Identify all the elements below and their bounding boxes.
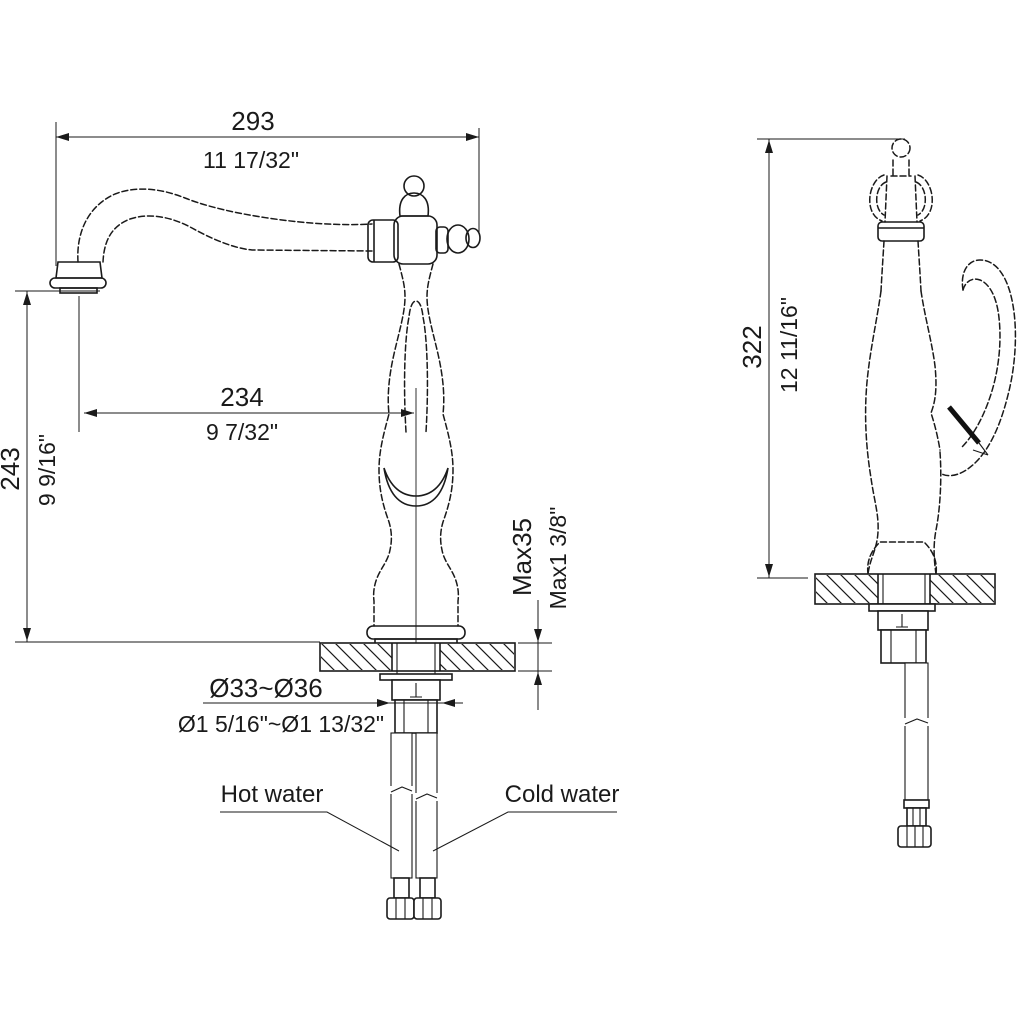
cold-hose-nut [413,897,442,920]
dim-spout-reach-mm: 293 [231,106,274,136]
dim-spout-reach-in: 11 17/32" [203,147,299,173]
front-washer [379,673,453,681]
hose-labels: Hot water Cold water [220,781,620,852]
dim-spout-height-mm: 243 [0,447,25,490]
front-body-vase [372,263,460,627]
side-handle-lever [947,405,989,456]
dim-outlet-to-center-mm: 234 [220,382,263,412]
hot-water-label: Hot water [221,781,324,808]
hot-hose-nut [386,897,415,920]
front-deck-hatch-left [321,644,392,670]
dim-overall-height-in: 12 11/16" [776,297,802,393]
side-deck-hatch-right [930,575,994,603]
cold-water-label: Cold water [505,781,620,808]
front-deck-hatch-right [440,644,514,670]
dim-outlet-to-center: 234 9 7/32" [78,296,414,445]
front-deck [319,642,516,672]
front-body-crescent [383,467,449,507]
side-view: 322 12 11/16" [737,138,1017,848]
dim-overall-height: 322 12 11/16" [737,138,905,579]
side-collar [877,221,925,242]
side-deck [814,573,996,605]
front-spout [77,188,373,263]
side-deck-hatch-left [816,575,878,603]
front-handle-stem [435,226,449,254]
side-handle [941,259,1017,477]
side-washer [868,603,936,612]
side-body [864,240,942,575]
front-shank-assembly [379,643,453,734]
front-finial-bulge [398,192,430,217]
side-shank-assembly [868,574,936,848]
dim-hole-diameter-mm: Ø33~Ø36 [209,673,322,703]
front-view: 293 11 17/32" 243 9 9/16" 234 9 7/32" Ma… [0,106,620,920]
side-spout-end [869,138,933,223]
front-handle-bulb [446,224,470,254]
dim-hole-diameter-in: Ø1 5/16"~Ø1 13/32" [178,711,384,737]
dim-deck-thickness: Max35 Max1 3/8" [507,507,571,710]
dim-spout-height-in: 9 9/16" [34,434,60,506]
dim-spout-reach: 293 11 17/32" [55,106,480,266]
dim-overall-height-mm: 322 [737,325,767,368]
dim-hole-diameter: Ø33~Ø36 Ø1 5/16"~Ø1 13/32" [178,673,463,737]
front-body-top [367,175,481,265]
front-finial-ball [403,175,425,197]
front-shank-collar [394,699,438,734]
side-shank-collar [880,629,927,664]
front-supply-hoses [386,732,442,920]
dim-deck-thickness-in: Max1 3/8" [545,507,571,610]
dim-deck-thickness-mm: Max35 [507,518,537,596]
dim-spout-height: 243 9 9/16" [0,290,320,643]
dim-outlet-to-center-in: 9 7/32" [206,419,278,445]
front-handle-tip [465,227,481,249]
